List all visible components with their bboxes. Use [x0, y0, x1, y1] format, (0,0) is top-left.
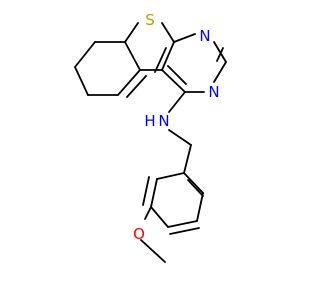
bond [168, 91, 186, 113]
nitrogen-atom: N [158, 112, 169, 130]
bond [161, 69, 186, 93]
bond [173, 33, 196, 43]
hydrogen-atom: H [144, 112, 155, 130]
thiophene-ring [117, 22, 175, 98]
methoxy-group [140, 206, 166, 263]
molecule-structure: S N N H N O [74, 11, 227, 263]
bond [144, 206, 152, 220]
bond [187, 179, 204, 197]
pyrimidine-ring [161, 33, 227, 93]
bond [74, 41, 96, 68]
bond [126, 75, 147, 98]
bond [216, 47, 224, 62]
sulfur-atom: S [145, 11, 155, 29]
amine-linker [168, 91, 192, 146]
bond [117, 69, 141, 96]
bond [213, 61, 227, 83]
bond [124, 41, 141, 71]
nitrogen-atom: N [208, 83, 219, 101]
bond [161, 41, 175, 71]
bond [213, 41, 227, 63]
bond [140, 239, 166, 263]
bond [169, 227, 200, 235]
bond [167, 65, 187, 85]
nitrogen-atom: N [199, 27, 210, 45]
bond [150, 206, 169, 228]
bond [183, 144, 192, 174]
bond [196, 192, 204, 222]
bond [74, 66, 89, 96]
bond [154, 47, 167, 73]
oxygen-atom: O [133, 225, 145, 243]
bond [150, 178, 158, 208]
bond [124, 22, 139, 43]
bond [161, 22, 175, 43]
bond [167, 220, 198, 228]
cyclohexene-ring [74, 41, 126, 96]
bond [142, 176, 150, 206]
bond [183, 172, 204, 194]
bond [168, 129, 192, 146]
benzene-ring [142, 144, 204, 235]
bond [156, 172, 185, 180]
